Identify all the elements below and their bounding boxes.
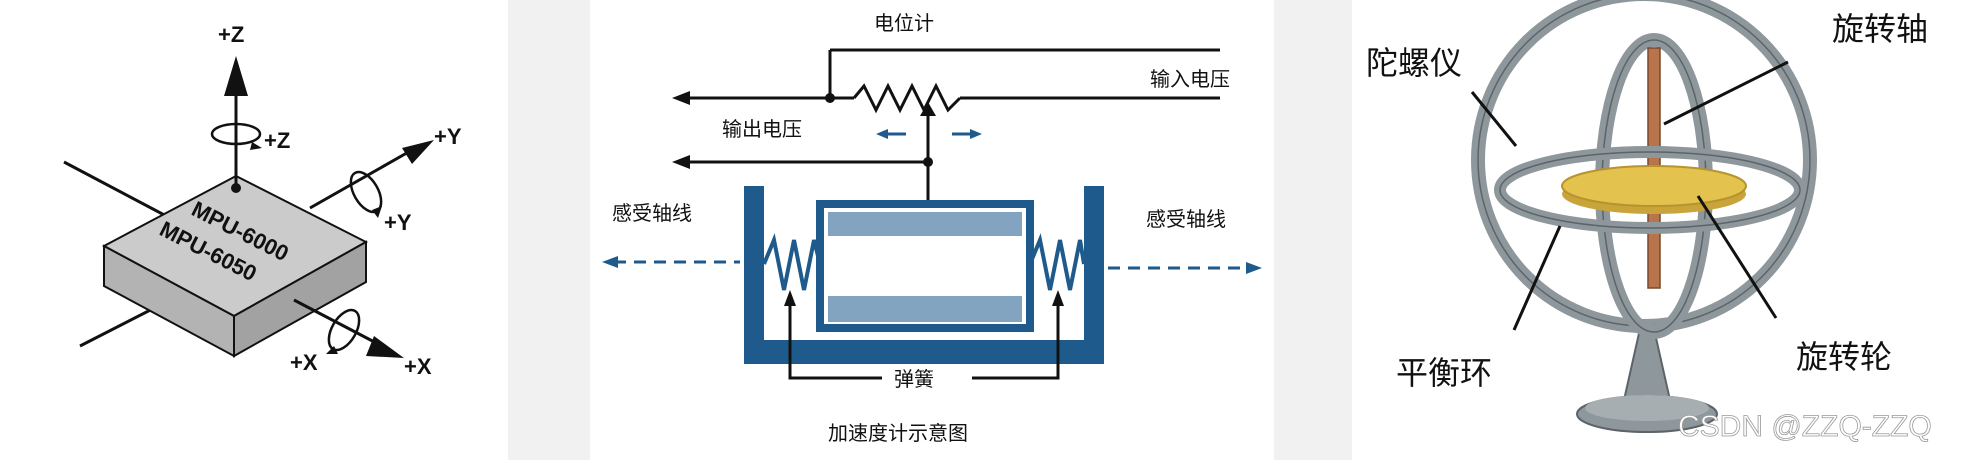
motion-arrow-left xyxy=(876,129,906,139)
x-axis-line xyxy=(294,300,382,346)
accelerometer-diagram: 电位计 输入电压 输出电压 感受轴线 感受轴线 弹簧 加速度计示意图 xyxy=(590,0,1274,460)
proof-mass-top-texture xyxy=(828,212,1022,236)
y-rotation-label: +Y xyxy=(384,210,412,235)
output-bottom-arrow xyxy=(672,155,690,169)
sensing-axis-left-arrow xyxy=(602,256,618,268)
input-voltage-label: 输入电压 xyxy=(1150,67,1230,91)
rotor-wheel xyxy=(1562,166,1746,214)
sensing-axis-left-label: 感受轴线 xyxy=(612,201,692,225)
potentiometer-resistor xyxy=(854,86,960,110)
spring-leader-right-arrow xyxy=(1052,290,1064,306)
y-rotation-arrow xyxy=(345,167,388,218)
sensing-axis-right-label: 感受轴线 xyxy=(1146,207,1226,231)
output-voltage-label: 输出电压 xyxy=(722,117,802,141)
x-rotation-arrow xyxy=(323,305,366,355)
x-axis-label: +X xyxy=(404,354,432,379)
junction-dot-left xyxy=(825,93,835,103)
x-axis-back-line xyxy=(64,162,170,218)
gyroscope-label: 陀螺仪 xyxy=(1366,44,1462,82)
imu-axes-panel: MPU-6000 MPU-6050 +Z +Z +Y +Y +X xyxy=(0,0,508,460)
spring-left xyxy=(764,240,820,290)
z-axis-arrowhead xyxy=(224,56,248,96)
csdn-watermark: CSDN @ZZQ-ZZQ xyxy=(1678,410,1932,443)
output-top-arrow xyxy=(672,91,690,105)
origin-dot xyxy=(231,183,241,193)
spring-leader-left-arrow xyxy=(784,290,796,306)
sensing-axis-right-arrow xyxy=(1246,262,1262,274)
y-axis-label: +Y xyxy=(434,124,462,149)
rotor-label: 旋转轮 xyxy=(1796,338,1892,376)
z-axis-label: +Z xyxy=(218,22,244,47)
proof-mass-bottom-texture xyxy=(828,296,1022,322)
z-rotation-label: +Z xyxy=(264,128,290,153)
gyroscope-panel: 陀螺仪 旋转轴 平衡环 旋转轮 CSDN @ZZQ-ZZQ xyxy=(1352,0,1976,460)
y-axis-arrowhead xyxy=(402,140,434,164)
imu-axes-diagram: MPU-6000 MPU-6050 +Z +Z +Y +Y +X xyxy=(0,0,508,460)
gimbal-label: 平衡环 xyxy=(1396,354,1492,392)
accelerometer-panel: 电位计 输入电压 输出电压 感受轴线 感受轴线 弹簧 加速度计示意图 xyxy=(590,0,1274,460)
spring-label: 弹簧 xyxy=(894,367,934,391)
x-rotation-label: +X xyxy=(290,350,318,375)
spring-right xyxy=(1030,240,1084,290)
spin-axis-label: 旋转轴 xyxy=(1832,10,1928,48)
accelerometer-caption: 加速度计示意图 xyxy=(828,421,968,445)
potentiometer-label: 电位计 xyxy=(874,11,934,35)
y-axis-line xyxy=(310,150,412,208)
motion-arrow-right xyxy=(952,129,982,139)
gyroscope-diagram: 陀螺仪 旋转轴 平衡环 旋转轮 CSDN @ZZQ-ZZQ xyxy=(1352,0,1976,460)
